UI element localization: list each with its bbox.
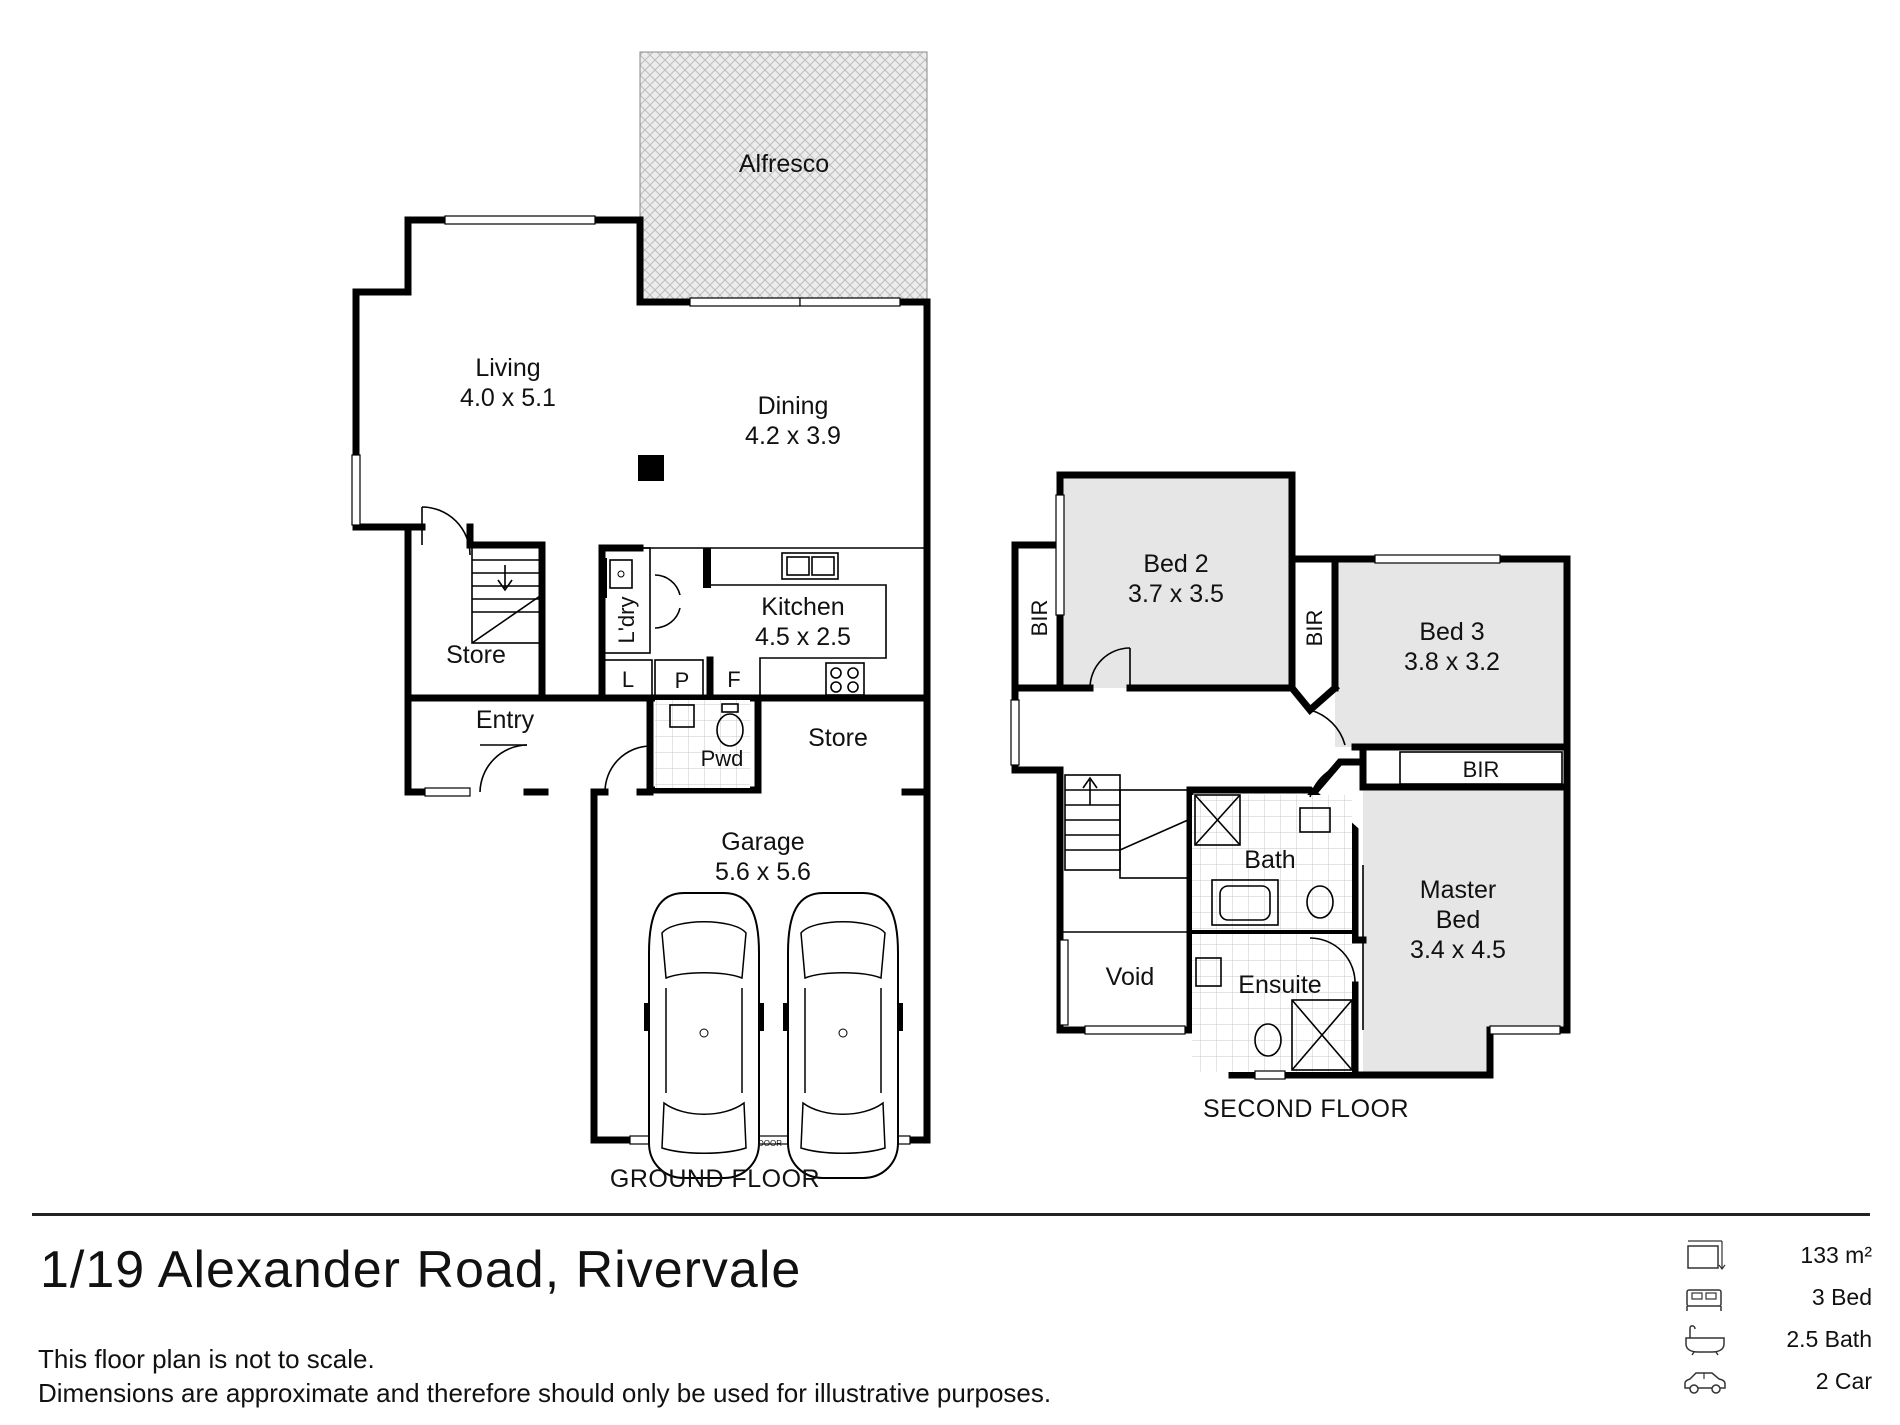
bath-icon: [1685, 1325, 1725, 1356]
void-label: Void: [1106, 963, 1155, 991]
dining-size: 4.2 x 3.9: [745, 422, 841, 450]
stat-floor-area: 133 m²: [1682, 1234, 1872, 1276]
second-floor: Bed 2 3.7 x 3.5 BIR BIR Bed 3 3.8 x 3.2 …: [1010, 471, 1571, 1123]
living-size: 4.0 x 5.1: [460, 384, 556, 412]
ensuite-label: Ensuite: [1238, 971, 1321, 999]
column: [638, 455, 664, 481]
alfresco-label: Alfresco: [739, 150, 829, 178]
bir-master-label: BIR: [1463, 757, 1500, 782]
disclaimer-line-2: Dimensions are approximate and therefore…: [38, 1378, 1052, 1408]
bed2-size: 3.7 x 3.5: [1128, 580, 1224, 608]
kitchen-label: Kitchen: [761, 593, 844, 621]
kitchen-size: 4.5 x 2.5: [755, 623, 851, 651]
ground-floor-entry-wall: [404, 694, 434, 796]
bir-bed2-label: BIR: [1027, 600, 1052, 637]
master-label: Master: [1420, 876, 1496, 904]
bath-label: Bath: [1244, 846, 1295, 874]
bed2-label: Bed 2: [1143, 550, 1208, 578]
laundry-label: L'dry: [614, 597, 639, 644]
disclaimer: This floor plan is not to scale. Dimensi…: [38, 1342, 1051, 1410]
bed3-size: 3.8 x 3.2: [1404, 648, 1500, 676]
ground-floor: Alfresco Living 4.0 x 5.1 Dining 4.2 x 3…: [351, 51, 931, 1193]
property-address: 1/19 Alexander Road, Rivervale: [40, 1241, 802, 1299]
store-garage-label: Store: [808, 724, 868, 752]
master-label-2: Bed: [1436, 906, 1480, 934]
property-stats: 133 m² 3 Bed 2.5 Bath 2 Car: [1682, 1234, 1872, 1402]
footer-divider: [32, 1213, 1870, 1216]
powder-label: Pwd: [701, 746, 744, 771]
ground-floor-label: GROUND FLOOR: [610, 1165, 820, 1193]
bir-bed3-label: BIR: [1302, 610, 1327, 647]
bed-icon: [1686, 1289, 1722, 1311]
stat-bath-value: 2.5 Bath: [1786, 1325, 1872, 1352]
fridge-label: F: [727, 667, 740, 692]
stat-bed: 3 Bed: [1682, 1276, 1872, 1318]
disclaimer-line-1: This floor plan is not to scale.: [38, 1344, 375, 1374]
dining-label: Dining: [758, 392, 829, 420]
alfresco-area: [639, 51, 928, 303]
entry-label: Entry: [476, 706, 535, 734]
stat-car: 2 Car: [1682, 1360, 1872, 1402]
stat-bed-value: 3 Bed: [1811, 1283, 1872, 1310]
master-size: 3.4 x 4.5: [1410, 936, 1506, 964]
car-icon: [782, 892, 904, 1179]
bed3-label: Bed 3: [1419, 618, 1484, 646]
pantry-label: P: [675, 668, 690, 693]
garage-label: Garage: [721, 828, 804, 856]
car-icon: [643, 892, 765, 1179]
store-label: Store: [446, 641, 506, 669]
car-icon: [1684, 1372, 1726, 1394]
second-floor-label: SECOND FLOOR: [1203, 1095, 1409, 1123]
garage-door-label: DOOR: [758, 1139, 782, 1148]
linen-label: L: [622, 667, 634, 692]
garage-size: 5.6 x 5.6: [715, 858, 811, 886]
stat-car-value: 2 Car: [1815, 1367, 1872, 1394]
floor-area-icon: [1687, 1240, 1726, 1270]
stat-bath: 2.5 Bath: [1682, 1318, 1872, 1360]
living-label: Living: [475, 354, 540, 382]
stat-floor-area-value: 133 m²: [1800, 1241, 1872, 1268]
ground-floor-outer-wall: [352, 216, 644, 796]
